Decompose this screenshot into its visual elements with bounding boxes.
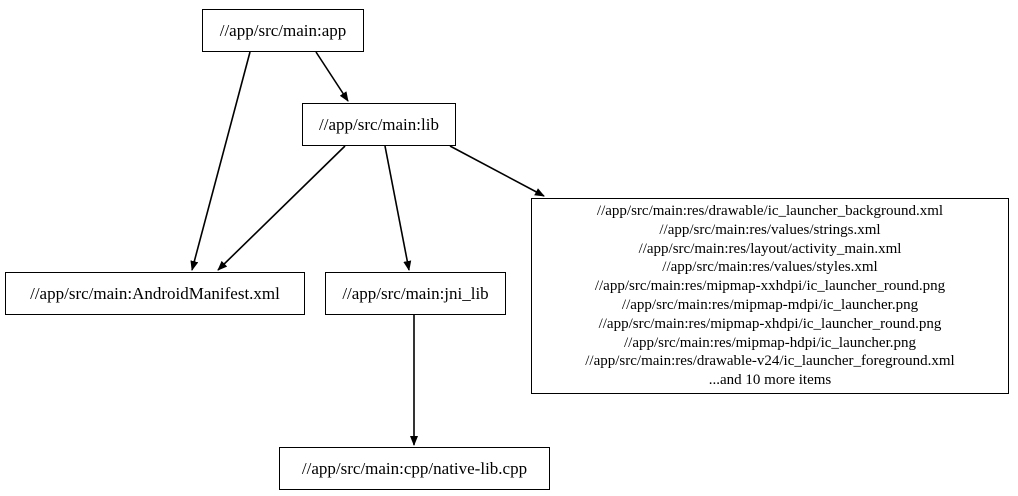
- edge-lib-to-resources: [449, 145, 545, 197]
- edge-app-to-lib: [315, 51, 349, 102]
- node-native-lib-cpp[interactable]: //app/src/main:cpp/native-lib.cpp: [279, 447, 550, 490]
- node-lib[interactable]: //app/src/main:lib: [302, 103, 456, 146]
- edge-app-to-manifest: [190, 51, 251, 271]
- node-native-lib-cpp-label: //app/src/main:cpp/native-lib.cpp: [301, 459, 528, 478]
- node-jni-lib[interactable]: //app/src/main:jni_lib: [325, 272, 506, 315]
- node-app[interactable]: //app/src/main:app: [202, 9, 364, 52]
- node-android-manifest-label: //app/src/main:AndroidManifest.xml: [30, 284, 280, 303]
- node-resources[interactable]: //app/src/main:res/drawable/ic_launcher_…: [531, 198, 1009, 394]
- node-android-manifest[interactable]: //app/src/main:AndroidManifest.xml: [5, 272, 305, 315]
- edge-lib-to-jni-lib: [384, 145, 412, 271]
- node-resources-label: //app/src/main:res/drawable/ic_launcher_…: [585, 202, 955, 389]
- node-lib-label: //app/src/main:lib: [319, 115, 439, 134]
- node-app-label: //app/src/main:app: [219, 21, 347, 40]
- node-jni-lib-label: //app/src/main:jni_lib: [342, 284, 489, 303]
- edge-lib-to-manifest: [217, 145, 346, 271]
